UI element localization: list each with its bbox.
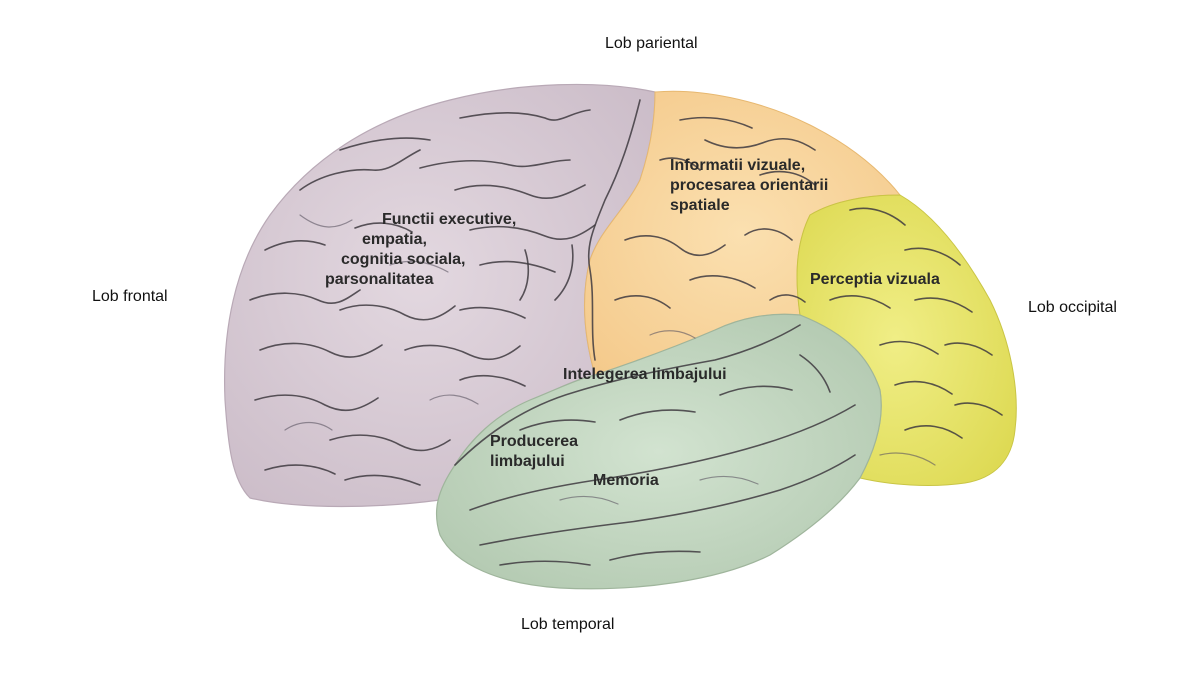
region-label-language-production: Producerea limbajului [490,432,578,472]
visual-info-line-2: procesarea orientarii [670,177,829,194]
region-label-visual-information: Informatii vizuale, procesarea orientari… [670,156,828,216]
visual-info-line-3: spatiale [670,197,730,214]
lobe-label-occipital: Lob occipital [1028,299,1117,316]
language-production-line-1: Producerea [490,433,579,450]
executive-line-1: Functii executive, [382,211,517,228]
region-label-visual-perception: Perceptia vizuala [810,271,940,288]
lobe-label-frontal: Lob frontal [92,288,168,305]
lobe-label-parietal: Lob pariental [605,35,698,52]
language-production-line-2: limbajului [490,453,565,470]
executive-line-2: empatia, [362,231,427,248]
temporal-lobe-region [435,313,882,590]
parietal-sulci [614,116,816,339]
temporal-sulci [469,354,856,566]
lobe-label-temporal: Lob temporal [521,616,615,633]
central-sulcus [587,99,641,361]
occipital-sulci [829,207,1003,466]
executive-line-4: parsonalitatea [325,271,434,288]
visual-info-line-1: Informatii vizuale, [670,157,806,174]
lateral-sulcus [454,324,801,466]
frontal-sulci [249,109,596,486]
region-label-language-understanding: Intelegerea limbajului [563,366,727,383]
region-label-executive-functions: Functii executive, empatia, cognitia soc… [325,210,516,290]
executive-line-3: cognitia sociala, [341,251,466,268]
region-label-memory: Memoria [593,472,659,489]
